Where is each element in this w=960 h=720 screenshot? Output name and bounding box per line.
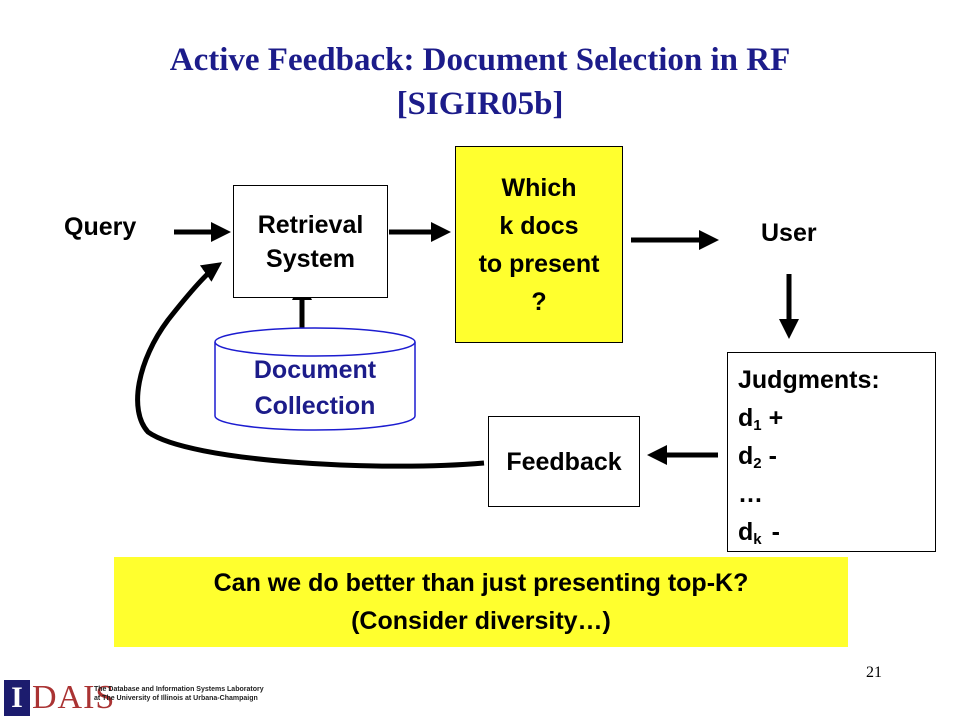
retrieval-system-box: Retrieval System (233, 185, 388, 298)
judgment-row-2: d2 - (738, 437, 935, 475)
banner-line-2: (Consider diversity…) (351, 607, 611, 635)
banner-line-1: Can we do better than just presenting to… (213, 569, 749, 597)
arrow-feedback-loop (135, 262, 485, 469)
logo-lab-line-2: at The University of Illinois at Urbana-… (94, 695, 258, 702)
title-line-1: Active Feedback: Document Selection in R… (169, 42, 791, 78)
doc-subscript: k (753, 531, 762, 548)
logo-word: DAIS (32, 679, 116, 716)
which-line-3: to present (478, 249, 600, 278)
which-line-1: Which (501, 173, 577, 202)
judgment-mark: + (768, 404, 784, 432)
judgment-row-1: d1 + (738, 399, 935, 437)
judgment-row-k: dk- (738, 513, 935, 551)
judgments-box: Judgments: d1 + d2 - … dk- (727, 352, 936, 552)
feedback-label: Feedback (506, 447, 622, 476)
dais-logo: I DAIS The Database and Information Syst… (4, 679, 264, 716)
judgments-heading: Judgments: (738, 366, 880, 394)
title-line-2: [SIGIR05b] (396, 86, 564, 122)
judgment-mark: - (771, 518, 780, 546)
judgment-mark: - (768, 442, 777, 470)
question-banner: Can we do better than just presenting to… (114, 557, 848, 647)
logo-lab-text: The Database and Information Systems Lab… (94, 685, 264, 703)
page-number: 21 (866, 664, 882, 681)
doc-selection-box: Which k docs to present ? (455, 146, 623, 343)
user-label: User (761, 219, 817, 247)
doc-subscript: 2 (753, 455, 762, 472)
document-collection-cylinder (214, 327, 416, 431)
logo-lab-line-1: The Database and Information Systems Lab… (94, 686, 264, 693)
judgment-ellipsis: … (738, 480, 763, 508)
retrieval-line-1: Retrieval (257, 210, 364, 239)
logo-initial: I (4, 680, 30, 716)
doc-d: d (738, 518, 754, 546)
document-collection-label: Document Collection (215, 352, 415, 424)
doc-line-2: Collection (254, 392, 376, 420)
feedback-box: Feedback (488, 416, 640, 507)
doc-d: d (738, 404, 754, 432)
retrieval-line-2: System (266, 244, 355, 273)
query-label: Query (64, 213, 137, 241)
which-line-2: k docs (499, 211, 579, 240)
doc-d: d (738, 442, 754, 470)
slide-title: Active Feedback: Document Selection in R… (40, 38, 920, 126)
doc-line-1: Document (253, 356, 377, 384)
doc-subscript: 1 (753, 417, 762, 434)
which-line-4: ? (531, 287, 547, 316)
